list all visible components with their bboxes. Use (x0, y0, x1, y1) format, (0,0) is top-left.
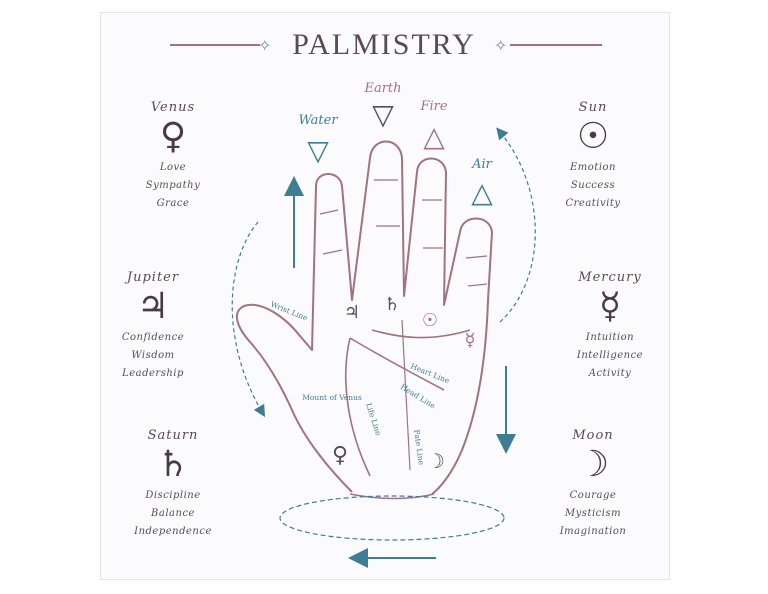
little-mercury-icon: ☿ (464, 330, 475, 351)
planet-trait: Independence (134, 526, 212, 537)
planet-trait: Intelligence (576, 350, 644, 361)
curved-arrow-right-icon (496, 127, 536, 323)
finger-creases (319, 179, 488, 287)
planet-trait: Success (570, 180, 616, 191)
title-ornament-left-icon: ✧ (258, 36, 272, 55)
title-rule-left (170, 44, 260, 46)
planet-trait: Imagination (559, 526, 627, 537)
planet-name: Moon (572, 428, 614, 443)
palm-moon-icon: ☽ (427, 449, 445, 473)
element-label-earth: Earth (363, 81, 401, 96)
title-rule-right (510, 44, 602, 46)
element-label-air: Air (471, 157, 493, 172)
hand-outline (235, 140, 493, 495)
element-label-water: Water (298, 113, 338, 128)
poster-card (100, 12, 670, 580)
planet-trait: Grace (156, 198, 190, 209)
sun-symbol-icon: ☉ (576, 116, 610, 157)
moon-symbol-icon: ☽ (576, 444, 610, 485)
head-line-label: Head Line (399, 382, 438, 411)
planet-trait: Mysticism (564, 508, 622, 519)
planet-moon: Moon ☽ Courage Mysticism Imagination (528, 428, 658, 541)
planet-trait: Sympathy (145, 180, 201, 191)
fire-symbol-icon: △ (423, 120, 445, 153)
earth-symbol-icon: ▽ (372, 98, 394, 131)
heart-line (371, 329, 471, 339)
planet-trait: Love (159, 162, 187, 173)
venus-mount-label: Mount of Venus (302, 393, 362, 402)
air-symbol-icon: △ (471, 176, 493, 209)
jupiter-symbol-icon: ♃ (136, 286, 170, 327)
head-line (349, 337, 445, 391)
planet-trait: Courage (569, 490, 617, 501)
fate-line-label: Fate Line (412, 429, 426, 466)
planet-trait: Discipline (145, 490, 201, 501)
planet-mercury: Mercury ☿ Intuition Intelligence Activit… (545, 270, 675, 383)
planet-trait: Wisdom (131, 350, 175, 361)
palm-venus-icon: ♀ (332, 443, 348, 468)
saturn-symbol-icon: ♄ (156, 444, 190, 485)
water-symbol-icon: ▽ (307, 134, 329, 167)
middle-saturn-icon: ♄ (384, 294, 400, 315)
ring-sun-icon: ☉ (422, 310, 438, 331)
planet-name: Sun (578, 100, 608, 115)
planet-trait: Confidence (121, 332, 185, 343)
planet-trait: Activity (588, 368, 632, 379)
planet-trait: Emotion (570, 162, 616, 173)
life-line-label: Life Line (364, 402, 383, 437)
planet-name: Jupiter (126, 270, 180, 285)
planet-name: Mercury (578, 270, 642, 285)
planet-name: Venus (150, 100, 196, 115)
venus-symbol-icon: ♀ (159, 116, 187, 157)
planet-name: Saturn (147, 428, 199, 443)
planet-venus: Venus ♀ Love Sympathy Grace (108, 100, 238, 213)
element-label-fire: Fire (419, 99, 447, 114)
curved-arrow-left-icon (231, 221, 266, 418)
mercury-symbol-icon: ☿ (598, 286, 622, 327)
planet-saturn: Saturn ♄ Discipline Balance Independence (108, 428, 238, 541)
index-jupiter-icon: ♃ (344, 302, 360, 323)
wrist-dashed-loop (279, 495, 505, 541)
planet-trait: Leadership (122, 368, 184, 379)
wrist-edge (349, 493, 435, 500)
title-ornament-right-icon: ✧ (494, 36, 508, 55)
planet-trait: Intuition (585, 332, 635, 343)
planet-trait: Balance (151, 508, 195, 519)
page-title: PALMISTRY (292, 28, 476, 61)
fate-line (401, 319, 411, 471)
planet-sun: Sun ☉ Emotion Success Creativity (528, 100, 658, 213)
planet-jupiter: Jupiter ♃ Confidence Wisdom Leadership (88, 270, 218, 383)
wrist-line-label: Wrist Line (269, 300, 309, 323)
life-line (344, 337, 371, 477)
planet-trait: Creativity (565, 198, 621, 209)
